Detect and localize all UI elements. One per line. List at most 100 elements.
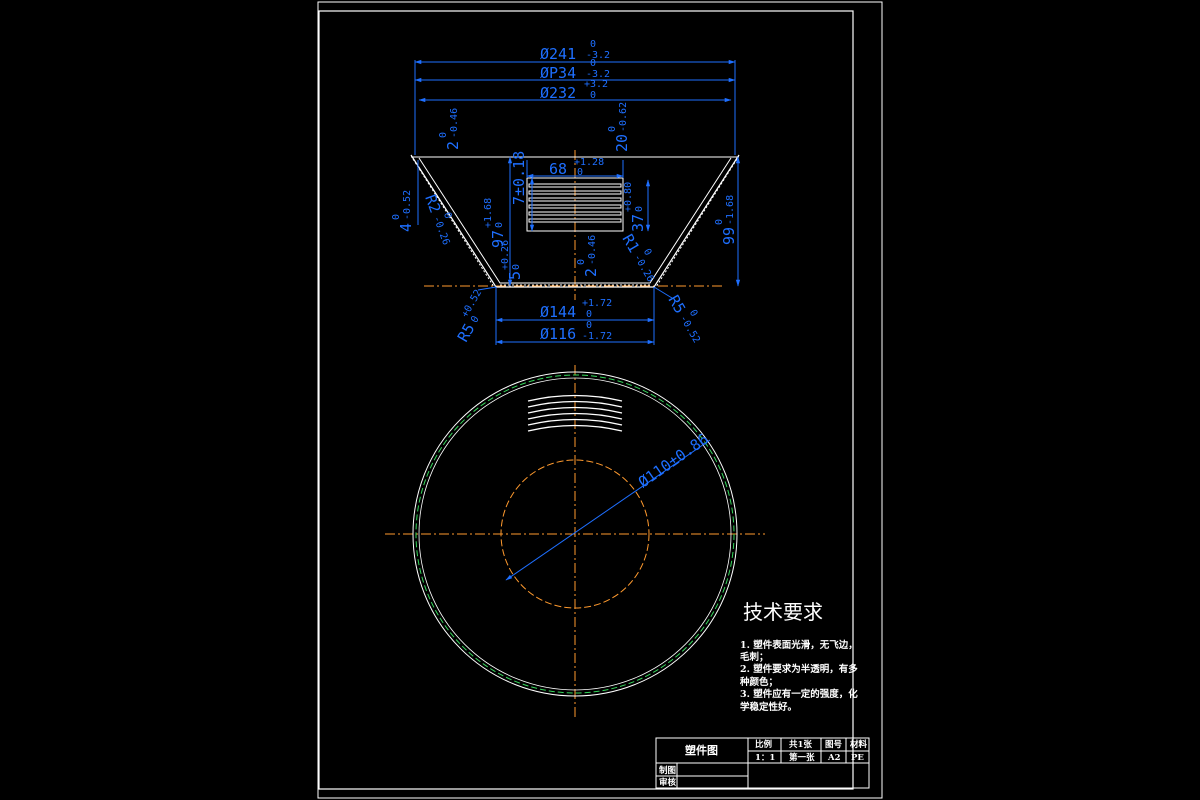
- inner-rim-circle: [418, 377, 732, 691]
- svg-text:2: 2: [444, 141, 462, 150]
- svg-text:20: 20: [613, 134, 631, 152]
- svg-text:0: 0: [634, 206, 645, 212]
- svg-text:0: 0: [586, 320, 592, 331]
- dim-slot-length: 68 +1.28 0: [549, 157, 604, 178]
- svg-text:0: 0: [590, 58, 596, 69]
- svg-text:+0.80: +0.80: [623, 182, 634, 212]
- svg-text:68: 68: [549, 160, 567, 178]
- svg-text:0: 0: [577, 167, 583, 178]
- svg-text:Ø144: Ø144: [540, 303, 576, 321]
- svg-text:-0.46: -0.46: [449, 108, 460, 138]
- top-slot-arcs: [527, 394, 623, 432]
- svg-text:-1.68: -1.68: [725, 195, 736, 225]
- svg-text:0: 0: [391, 214, 402, 220]
- material-label: 材料: [849, 739, 868, 750]
- cup-outer-profile: [410, 154, 740, 288]
- svg-text:0: 0: [494, 222, 505, 228]
- tech-line-6: 学稳定性好。: [740, 701, 797, 713]
- svg-text:Ø232: Ø232: [540, 84, 576, 102]
- tech-line-4: 种颜色；: [739, 676, 778, 688]
- svg-text:Ø110±0.86: Ø110±0.86: [635, 430, 712, 491]
- dim-slot-width: 7±0.18: [510, 151, 528, 205]
- dim-d232: Ø232 +3.2 0: [540, 79, 608, 102]
- dim-h97: 97 +1.68 0: [483, 198, 507, 248]
- svg-text:+0.26: +0.26: [500, 240, 511, 270]
- tech-line-5: 3. 塑件应有一定的强度，化: [740, 688, 858, 700]
- svg-text:R1: R1: [619, 231, 644, 256]
- svg-text:0: 0: [586, 309, 592, 320]
- dim-left-height: 4 0 -0.52: [391, 190, 415, 232]
- checked-by-label: 审核: [659, 777, 677, 788]
- drawing-no-value: A2: [827, 753, 841, 763]
- material-value: PE: [851, 753, 864, 763]
- dim-h99: 99 0 -1.68: [714, 195, 738, 245]
- dim-d241: Ø241 0 -3.2: [540, 39, 610, 63]
- sheets-label: 共1张: [789, 739, 812, 750]
- dim-h37: 37 +0.80 0: [623, 182, 647, 232]
- svg-text:-0.26: -0.26: [631, 253, 656, 285]
- dim-h-small: 5 +0.26 0: [500, 240, 524, 280]
- cup-inner-profile: [418, 157, 732, 284]
- svg-text:+1.28: +1.28: [574, 157, 604, 168]
- drawn-by-label: 制图: [659, 765, 676, 776]
- svg-text:0: 0: [607, 126, 618, 132]
- top-view: Ø110±0.86: [385, 365, 765, 720]
- dim-r1: R1 0 -0.26: [619, 231, 656, 285]
- drawing-no-label: 图号: [825, 740, 843, 750]
- dim-d144: Ø144 +1.72 0: [540, 298, 612, 321]
- outer-rim-circle: [412, 371, 738, 697]
- tech-title: 技术要求: [743, 600, 823, 624]
- svg-text:-0.46: -0.46: [587, 235, 598, 265]
- svg-text:+1.68: +1.68: [483, 198, 494, 228]
- dim-r2: R2 0 -0.26: [421, 192, 453, 247]
- tech-line-2: 毛刺；: [740, 651, 769, 663]
- svg-text:Ø241: Ø241: [540, 45, 576, 63]
- dim-d234: ØP34 0 -3.2: [540, 58, 610, 82]
- tech-line-3: 2. 塑件要求为半透明，有多: [740, 663, 858, 675]
- front-section-view: Ø241 0 -3.2 ØP34 0 -3.2 Ø232 +3.2 0 2 0 …: [391, 39, 741, 346]
- svg-text:7±0.18: 7±0.18: [510, 151, 528, 205]
- dim-bottom-wall: 2 0 -0.46: [576, 235, 600, 277]
- svg-text:0: 0: [590, 39, 596, 50]
- svg-text:ØP34: ØP34: [540, 64, 576, 82]
- part-name: 塑件图: [685, 743, 718, 757]
- svg-text:0: 0: [641, 247, 654, 258]
- svg-text:0: 0: [438, 132, 449, 138]
- svg-text:0: 0: [511, 264, 522, 270]
- dim-r5-left: R5 +0.52 0: [454, 288, 484, 345]
- svg-text:0: 0: [576, 259, 587, 265]
- outer-frame: [317, 1, 883, 799]
- svg-text:-3.2: -3.2: [586, 69, 610, 80]
- svg-text:-0.52: -0.52: [677, 314, 702, 346]
- sheet-value: 第一张: [789, 752, 815, 763]
- dim-d116: Ø116 0 -1.72: [540, 320, 612, 343]
- inner-frame: [318, 10, 854, 790]
- tech-requirements: 技术要求 1. 塑件表面光滑，无飞边， 毛刺； 2. 塑件要求为半透明，有多 种…: [739, 600, 858, 713]
- svg-text:99: 99: [720, 227, 738, 245]
- dim-left-wall: 2 0 -0.46: [438, 108, 462, 150]
- svg-text:Ø116: Ø116: [540, 325, 576, 343]
- svg-text:+1.72: +1.72: [582, 298, 612, 309]
- svg-text:5: 5: [506, 271, 524, 280]
- svg-text:37: 37: [629, 214, 647, 232]
- svg-text:97: 97: [489, 230, 507, 248]
- bottom-hidden-circle: [500, 459, 650, 609]
- dim-right-wall: 20 0 -0.62: [607, 102, 631, 152]
- svg-text:0: 0: [714, 219, 725, 225]
- svg-text:-0.26: -0.26: [431, 215, 452, 247]
- svg-text:-3.2: -3.2: [586, 50, 610, 61]
- svg-text:R5: R5: [454, 320, 479, 345]
- svg-text:0: 0: [590, 90, 596, 101]
- svg-text:-0.62: -0.62: [618, 102, 629, 132]
- hatch-left: [412, 158, 495, 288]
- dim-d110: Ø110±0.86: [635, 430, 712, 491]
- tech-line-1: 1. 塑件表面光滑，无飞边，: [740, 639, 858, 651]
- diameter-leader: [505, 439, 711, 581]
- svg-text:+3.2: +3.2: [584, 79, 608, 90]
- svg-text:-0.52: -0.52: [402, 190, 413, 220]
- slot-bars: [528, 183, 622, 223]
- svg-text:-1.72: -1.72: [582, 331, 612, 342]
- hatch-right: [655, 158, 738, 288]
- scale-label: 比例: [755, 739, 773, 750]
